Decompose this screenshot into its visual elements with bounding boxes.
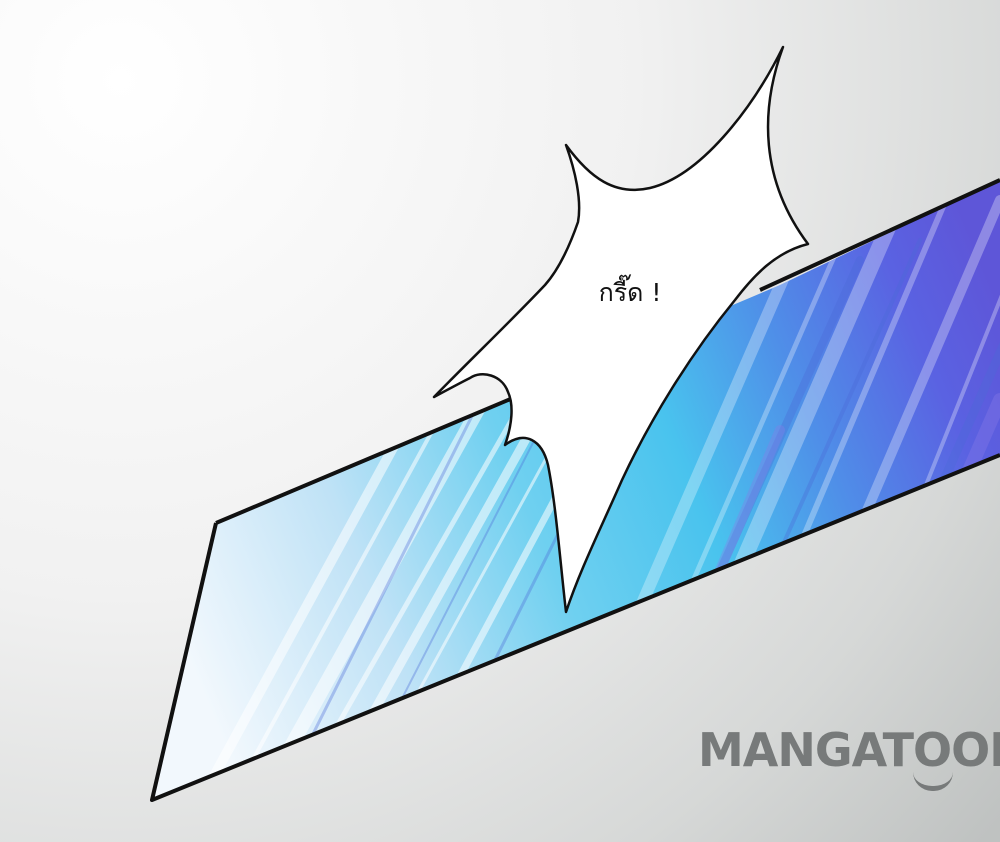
sound-effect-bubble: กรี๊ด !	[432, 45, 810, 614]
sound-effect-text: กรี๊ด !	[599, 274, 662, 307]
watermark-logo: MANGATOON	[698, 723, 1000, 777]
watermark-smile-icon	[913, 772, 953, 791]
